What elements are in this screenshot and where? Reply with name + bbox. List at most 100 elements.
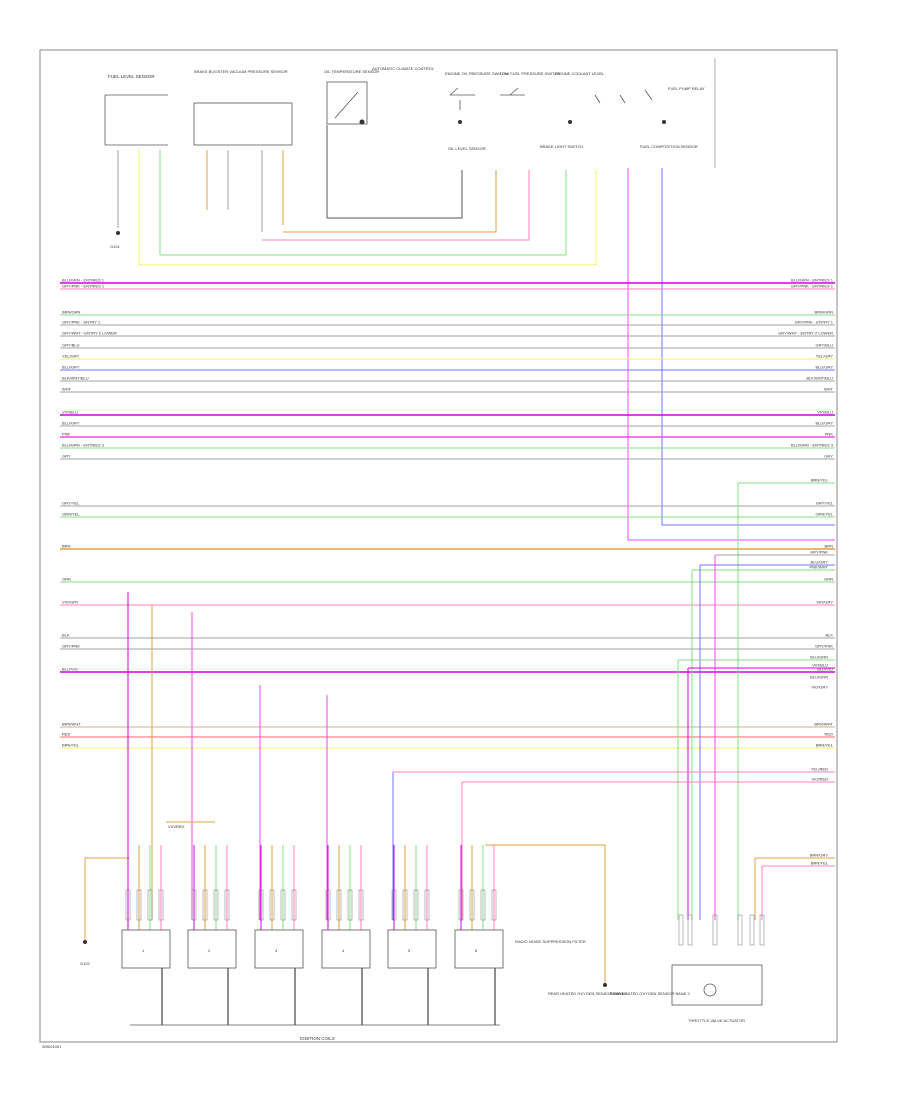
right-extra-label: BLU/GRN	[810, 655, 828, 660]
actuator-connector	[749, 914, 755, 946]
ignition-coil: 6	[454, 845, 504, 1025]
bus-wire-label-left: BLU/GRY	[62, 421, 80, 426]
coil-connector	[125, 889, 131, 921]
right-verticals	[677, 482, 835, 920]
right-extra-label: BRN/YEL	[811, 861, 829, 866]
coil-body	[187, 929, 237, 969]
bus-wire-label-right: BRN/YEL	[816, 743, 834, 748]
coil-number: 5	[408, 948, 411, 953]
right-extra-label: YEL/RED	[811, 767, 828, 772]
bus-wire-label-left: BRN/YEL	[62, 743, 80, 748]
coil-body	[454, 929, 504, 969]
actuator-connector	[678, 914, 684, 946]
bus-wire-label-left: BLK	[62, 633, 70, 638]
oil-temp-sensor-label: OIL TEMPERATURE SENSOR	[324, 69, 379, 74]
coil-connector	[191, 889, 197, 921]
coil-connector	[158, 889, 164, 921]
coil-connector	[202, 889, 208, 921]
bus-wire-label-left: VIO/BLU	[62, 410, 78, 415]
coil-connector	[291, 889, 297, 921]
bus-wire-label-right: GRY/BLU	[816, 343, 834, 348]
coil-connector	[347, 889, 353, 921]
coil-connector	[213, 889, 219, 921]
bus-wire-label-left: GRY/WHT - ENTRY 2 LOWER	[62, 331, 117, 336]
top-wires	[117, 125, 835, 541]
ignition-coil: 5	[387, 845, 437, 1025]
right-extra-label: VIO/BLU	[812, 663, 828, 668]
fuel-level-sensor: FUEL LEVEL SENSOR	[104, 74, 168, 146]
coil-connector	[269, 889, 275, 921]
climate-control-label: AUTOMATIC CLIMATE CONTROL	[372, 66, 435, 71]
coil-connector	[469, 889, 475, 921]
sensor-right-label: REAR HEATED OXYGEN SENSOR BANK 2	[610, 991, 690, 996]
oil-temp-sensor: OIL TEMPERATURE SENSOR	[324, 69, 379, 125]
right-extra-label: PNK/WHT	[810, 565, 829, 570]
fuel-composition-sensor-label: FUEL COMPOSITION SENSOR	[640, 144, 698, 149]
coil-connector	[147, 889, 153, 921]
throttle-valve-label: THROTTLE VALVE ACTUATOR	[688, 1018, 745, 1023]
oil-pressure-switch: ENGINE OIL PRESSURE SWITCH	[445, 71, 508, 110]
low-fuel-pressure-switch-label: LOW FUEL PRESSURE SWITCH	[500, 71, 560, 76]
bus-wire-label-left: BLK/WHT/BLU	[62, 376, 89, 381]
coil-connector	[491, 889, 497, 921]
fuel-level-sensor-label: FUEL LEVEL SENSOR	[108, 74, 155, 79]
fuel-pump-relay-label: FUEL PUMP RELAY	[668, 86, 705, 91]
brake-light-switch-label: BRAKE LIGHT SWITCH	[540, 144, 583, 149]
right-extra-label: BRN/GRY	[810, 853, 828, 858]
bus-wire-label-left: BLU/VIO	[62, 667, 78, 672]
bus-wire-label-left: BLU/GRN - ENTRIES 1	[62, 278, 105, 283]
bottom-wire-note: VIO/RED	[168, 824, 185, 829]
coil-wires	[84, 592, 835, 985]
bus-wire-label-right: VIO/GRY	[816, 600, 833, 605]
bus-wire-label-right: WHT	[824, 387, 834, 392]
coil-body	[387, 929, 437, 969]
bus-wire-label-left: RED	[62, 732, 71, 737]
oil-pressure-switch-label: ENGINE OIL PRESSURE SWITCH	[445, 71, 508, 76]
coil-connector	[336, 889, 342, 921]
bus-wire-label-right: BRN/WHT	[814, 722, 833, 727]
bus-wire-label-right: GRY/YEL	[816, 501, 834, 506]
bus-wire-label-left: GRY/PNK	[62, 644, 80, 649]
left-ground-label: G101	[110, 244, 121, 249]
coil-connector	[258, 889, 264, 921]
bus-wire-label-right: GRY/PNK	[815, 644, 833, 649]
coil-number: 1	[142, 948, 145, 953]
bus-wire-label-left: GRY/BLU	[62, 343, 80, 348]
coil-connector	[480, 889, 486, 921]
bus-wire-label-right: BLU/GRY	[816, 421, 834, 426]
bus-wire-label-right: RED	[825, 732, 834, 737]
ignition-coil: 2	[187, 845, 237, 1025]
coil-number: 4	[342, 948, 345, 953]
right-extra-label: BLU/GRN	[810, 675, 828, 680]
actuator-connector	[737, 914, 743, 946]
coil-body	[321, 929, 371, 969]
bus-wire-label-left: VIO/GRY	[62, 600, 79, 605]
oil-level-sensor-label: OIL LEVEL SENSOR	[448, 146, 486, 151]
bus-wire-label-right: GRY	[824, 454, 833, 459]
bus-wire-label-right: BLK/WHT/BLU	[806, 376, 833, 381]
right-extra-label: BRN/YEL	[811, 478, 829, 483]
bus-wire-label-right: PNK	[825, 432, 834, 437]
bus-wire-label-left: BRN	[62, 544, 71, 549]
bus-wire-label-left: BRN/GRN	[62, 310, 81, 315]
bus-wire-label-left: YEL/GRY	[62, 354, 80, 359]
ignition-coil: 4	[321, 845, 371, 1025]
actuator-connector	[712, 914, 718, 946]
coil-connector	[280, 889, 286, 921]
coil-connector	[458, 889, 464, 921]
low-fuel-pressure-switch: LOW FUEL PRESSURE SWITCH	[500, 71, 560, 96]
bus-wire-label-left: GRN	[62, 577, 71, 582]
bus-wire-label-right: GRY/PNK - ENTRIES 1	[791, 284, 834, 289]
right-extra-label: BLU/GRY	[811, 560, 829, 565]
coil-connector	[402, 889, 408, 921]
actuator-connector	[687, 914, 693, 946]
bus-wire-label-left: WHT	[62, 387, 72, 392]
bus-wire-label-right: BLU/GRN - ENTRIES 3	[791, 443, 834, 448]
coil-number: 6	[475, 948, 478, 953]
coil-connector	[358, 889, 364, 921]
coil-connector	[325, 889, 331, 921]
bus-wire-label-right: GRY/WHT - ENTRY 2 LOWER	[778, 331, 833, 336]
right-extra-label: VIO/GRY	[811, 685, 828, 690]
coil-connector	[413, 889, 419, 921]
